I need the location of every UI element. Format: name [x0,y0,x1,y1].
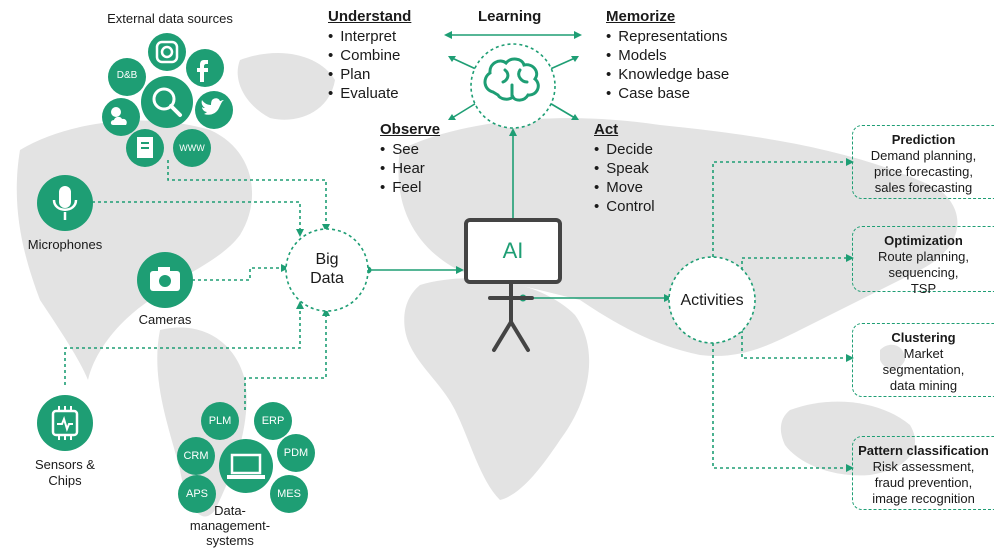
observe-title: Observe [380,121,441,138]
microphone-icon [59,186,71,208]
memorize-block: Memorize Representations Models Knowledg… [606,8,729,103]
act-item: Move [594,178,655,197]
pattern-classification-text: Risk assessment, fraud prevention, image… [872,459,975,506]
www-label: WWW [179,143,205,153]
instagram-icon [148,33,186,71]
big-data-circle [285,228,369,312]
memorize-item: Knowledge base [606,65,729,84]
prediction-title: Prediction [891,132,956,147]
clustering-box: Clustering Market segmentation, data min… [852,323,994,397]
dms-item-erp: ERP [261,415,285,427]
memorize-item: Representations [606,27,729,46]
act-title: Act [594,121,619,138]
weather-icon [102,98,140,136]
stick-figure [488,282,534,352]
microphones-label: Microphones [27,237,103,252]
big-data-label: Big Data [310,251,344,287]
dms-item-plm: PLM [208,415,232,427]
dms-item-aps: APS [185,488,208,500]
understand-block: Understand Interpret Combine Plan Evalua… [328,8,411,103]
optimization-box: Optimization Route planning, sequencing,… [852,226,994,296]
www-badge [173,129,211,167]
optimization-text: Route planning, sequencing, TSP [877,249,970,296]
activities-label: Activities [680,292,744,309]
cameras-label: Cameras [138,312,192,327]
act-item: Decide [594,140,655,159]
observe-block: Observe See Hear Feel [380,121,440,197]
pattern-classification-title: Pattern classification [858,443,989,458]
world-map [16,52,958,517]
understand-item: Interpret [328,27,411,46]
activities-circle [668,256,756,344]
external-sources-title: External data sources [107,11,233,26]
memorize-title: Memorize [606,8,676,25]
clustering-text: Market segmentation, data mining [882,346,965,393]
laptop-icon [230,453,262,475]
dnb-badge [108,58,146,96]
dms-item-pdm: PDM [283,447,309,459]
dms-cluster [177,402,315,513]
sensors-label: Sensors & Chips [35,457,95,488]
connectors [64,34,850,469]
dms-label: Data- management- systems [189,503,271,548]
microphone-node [37,175,93,231]
search-icon [141,76,193,128]
sensor-node [37,395,93,451]
understand-item: Evaluate [328,84,411,103]
external-sources-cluster [102,33,233,167]
memorize-item: Models [606,46,729,65]
act-block: Act Decide Speak Move Control [594,121,655,216]
understand-item: Plan [328,65,411,84]
observe-item: Feel [380,178,440,197]
dms-item-mes: MES [277,488,301,500]
brain-icon [483,57,540,102]
memorize-item: Case base [606,84,729,103]
act-item: Control [594,197,654,216]
clustering-title: Clustering [891,330,956,345]
act-item: Speak [594,159,655,178]
optimization-title: Optimization [884,233,963,248]
pattern-classification-box: Pattern classification Risk assessment, … [852,436,994,510]
dms-item-crm: CRM [183,450,209,462]
ai-board [464,218,562,284]
prediction-box: Prediction Demand planning, price foreca… [852,125,994,199]
observe-item: Hear [380,159,440,178]
observe-item: See [380,140,440,159]
understand-title: Understand [328,8,412,25]
camera-node [137,252,193,308]
dnb-label: D&B [116,70,138,81]
learning-title: Learning [478,8,542,25]
understand-item: Combine [328,46,411,65]
prediction-text: Demand planning, price forecasting, sale… [870,148,977,195]
ai-label: AI [502,238,524,263]
